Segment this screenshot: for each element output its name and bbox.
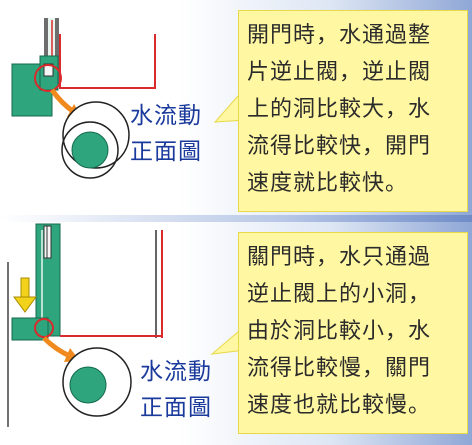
valve-front-inner-fill — [71, 131, 109, 169]
callout-top-line-5: 速度就比較快。 — [247, 171, 409, 196]
callout-bottom-line-1: 關門時，水只通過 — [247, 245, 432, 270]
valve-front-fill-bottom — [69, 366, 107, 404]
highlight-circle — [34, 64, 62, 92]
flow-label-top-2: 正面圖 — [130, 139, 202, 165]
open-door-panel: 水流動 正面圖 開門時，水通過整 片逆止閥，逆止閥 上的洞比較大，水 流得比較快… — [0, 0, 472, 215]
flow-label-bottom-1: 水流動 — [140, 359, 212, 385]
open-door-illustration — [11, 18, 156, 179]
close-door-illustration — [7, 223, 163, 427]
callout-bottom-line-5: 速度也就比較慢。 — [247, 393, 432, 418]
tank-outline — [59, 34, 156, 89]
valve-flap — [43, 63, 54, 77]
tube-right-wall — [55, 18, 59, 86]
flow-label-bottom-2: 正面圖 — [140, 395, 212, 421]
panel-separator — [0, 215, 472, 222]
callout-bottom-line-2: 逆止閥上的小洞， — [247, 282, 432, 307]
callout-top-line-3: 上的洞比較大，水 — [247, 97, 432, 122]
tube-left-wall — [44, 18, 48, 86]
valve-front-inner-ring — [61, 121, 119, 179]
press-arrow-head — [13, 296, 37, 313]
callout-bottom-line-4: 流得比較慢，關門 — [247, 356, 432, 381]
callout-top-line-4: 流得比較快，開門 — [247, 134, 432, 159]
callout-top-line-2: 片逆止閥，逆止閥 — [247, 60, 432, 85]
highlight-circle-bottom — [34, 318, 54, 338]
flow-label-top-1: 水流動 — [130, 103, 202, 129]
close-door-panel: 水流動 正面圖 關門時，水只通過 逆止閥上的小洞， 由於洞比較小，水 流得比較慢… — [0, 222, 472, 445]
callout-top: 開門時，水通過整 片逆止閥，逆止閥 上的洞比較大，水 流得比較快，開門 速度就比… — [238, 10, 468, 212]
callout-bottom: 關門時，水只通過 逆止閥上的小洞， 由於洞比較小，水 流得比較慢，關門 速度也就… — [238, 232, 468, 434]
callout-bottom-line-3: 由於洞比較小，水 — [247, 319, 432, 344]
callout-top-line-1: 開門時，水通過整 — [247, 23, 432, 48]
